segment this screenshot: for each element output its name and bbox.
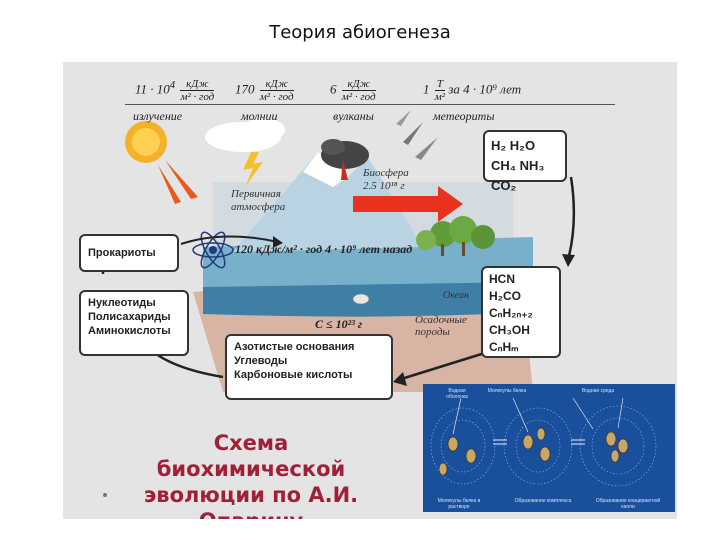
organics-box: HCN H₂CO CₙH₂ₙ₊₂ CH₃OH CₙHₘ [481,266,561,358]
polymers-box: Нуклеотиды Полисахариды Аминокислоты [79,290,189,356]
carbon-label: C ≤ 10²³ г [315,317,362,332]
sediment-label: Осадочные породы [415,314,467,338]
gases-box: H₂ H₂O CH₄ NH₃ CO₂ [483,130,567,182]
atmosphere-label: Первичная атмосфера [231,188,285,214]
flux-label: 120 кДж/м² · год 4 · 10⁹ лет назад [235,242,412,257]
biosphere-label: Биосфера 2.5 10¹⁸ г [363,167,409,193]
label-volcanoes: вулканы [333,109,374,124]
page-title: Теория абиогенеза [0,22,720,43]
coacervate-inset: Водная оболочка Молекулы белка Водная ср… [423,384,675,512]
shell-icon [353,294,369,304]
label-radiation: излучение [133,109,182,124]
ocean-label: Океан [443,290,469,301]
label-lightning: молнии [241,109,278,124]
monomers-box: Азотистые основания Углеводы Карбоновые … [225,334,393,400]
label-meteorites: метеориты [433,109,494,124]
diagram-caption: Схема биохимической эволюции по А.И. Опа… [121,430,381,519]
energy-divider [125,104,615,105]
coacervate-artwork [423,384,675,512]
prokaryotes-box: Прокариоты [79,234,179,272]
protein-molecule [448,437,458,451]
bullet-dot [103,493,107,497]
